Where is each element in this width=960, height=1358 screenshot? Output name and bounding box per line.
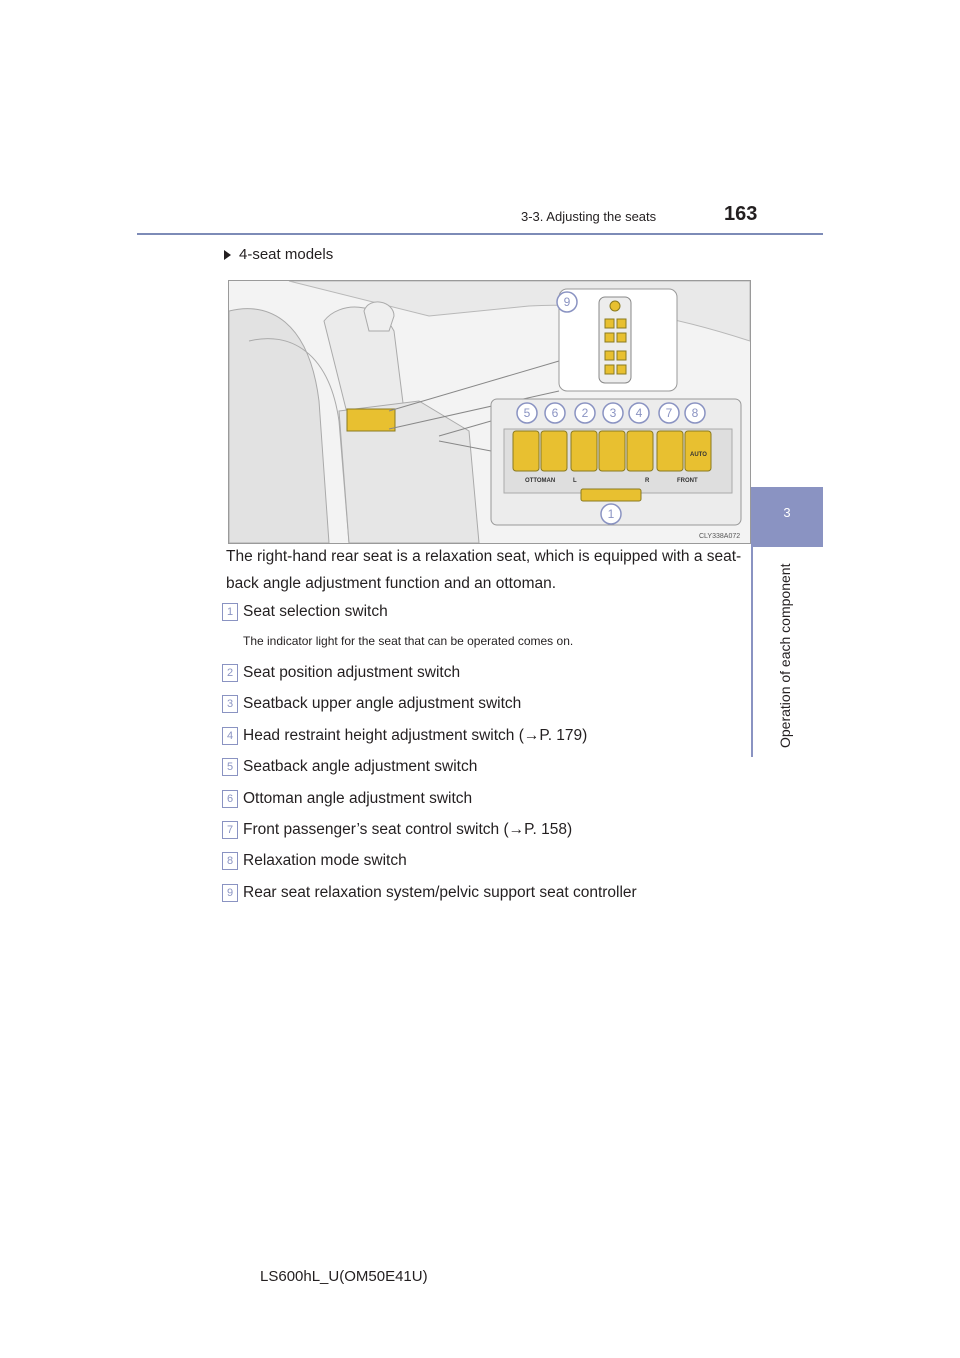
callout-8: 8	[692, 406, 699, 420]
panel-label-right: R	[645, 478, 650, 484]
bullet-triangle-icon	[224, 250, 231, 261]
item-label: Seatback angle adjustment switch	[243, 758, 478, 775]
model-heading: 4-seat models	[224, 246, 333, 263]
figure-code: CLY338A072	[699, 533, 740, 540]
callout-6: 6	[552, 406, 559, 420]
model-heading-text: 4-seat models	[239, 246, 334, 263]
section-title: 3-3. Adjusting the seats	[521, 209, 657, 224]
item-number-badge: 8	[222, 851, 238, 870]
item-label: Seatback upper angle adjustment switch	[243, 695, 522, 712]
panel-label-auto: AUTO	[690, 452, 707, 458]
callout-1: 1	[608, 507, 615, 521]
callout-3: 3	[610, 406, 617, 420]
callout-7: 7	[666, 406, 673, 420]
list-item: 9 Rear seat relaxation system/pelvic supp…	[222, 883, 637, 903]
callout-9: 9	[564, 295, 571, 309]
callout-5: 5	[524, 406, 531, 420]
list-item: 4 Head restraint height adjustment switch…	[222, 726, 587, 746]
chapter-number: 3	[783, 505, 791, 520]
item-label: Front passenger’s seat control switch (→…	[243, 821, 573, 838]
item-number-badge: 6	[222, 789, 238, 808]
list-item: 2 Seat position adjustment switch	[222, 663, 460, 683]
item-label: Relaxation mode switch	[243, 852, 407, 869]
list-item: 8 Relaxation mode switch	[222, 851, 407, 871]
item-number-badge: 3	[222, 694, 238, 713]
list-item: 7 Front passenger’s seat control switch (…	[222, 820, 572, 840]
header-rule	[137, 233, 823, 235]
panel-label-left: L	[573, 478, 577, 484]
item-number-badge: 4	[222, 726, 238, 745]
chapter-title: Operation of each component	[777, 563, 793, 748]
page-number: 163	[724, 203, 758, 225]
list-item: 5 Seatback angle adjustment switch	[222, 757, 477, 777]
illustration-drawing: 9 5 6 2 3 4 7 8 1 OTTOMAN FRONT L R AUTO…	[229, 281, 750, 543]
item-number-badge: 9	[222, 883, 238, 902]
item-label: Seat selection switch	[243, 603, 388, 620]
callout-2: 2	[582, 406, 589, 420]
chapter-tab: 3	[751, 487, 823, 547]
list-item: 1 Seat selection switch	[222, 602, 388, 622]
panel-label-ottoman: OTTOMAN	[525, 478, 555, 484]
body-paragraph: The right-hand rear seat is a relaxation…	[226, 548, 742, 592]
callout-4: 4	[636, 406, 643, 420]
item-label: Head restraint height adjustment switch …	[243, 727, 588, 744]
panel-label-front: FRONT	[677, 478, 698, 484]
chapter-line	[751, 547, 753, 757]
item-label: Rear seat relaxation system/pelvic suppo…	[243, 884, 637, 901]
list-item: 3 Seatback upper angle adjustment switch	[222, 694, 521, 714]
item-note: The indicator light for the seat that ca…	[243, 634, 574, 648]
item-number-badge: 2	[222, 663, 238, 682]
seat-switch-illustration: 9 5 6 2 3 4 7 8 1 OTTOMAN FRONT L R AUTO…	[228, 280, 751, 544]
manual-code-footer: LS600hL_U(OM50E41U)	[260, 1268, 428, 1285]
item-number-badge: 7	[222, 820, 238, 839]
item-number-badge: 5	[222, 757, 238, 776]
list-item: 6 Ottoman angle adjustment switch	[222, 789, 472, 809]
item-label: Ottoman angle adjustment switch	[243, 790, 473, 807]
item-label: Seat position adjustment switch	[243, 664, 461, 681]
item-number-badge: 1	[222, 602, 238, 621]
